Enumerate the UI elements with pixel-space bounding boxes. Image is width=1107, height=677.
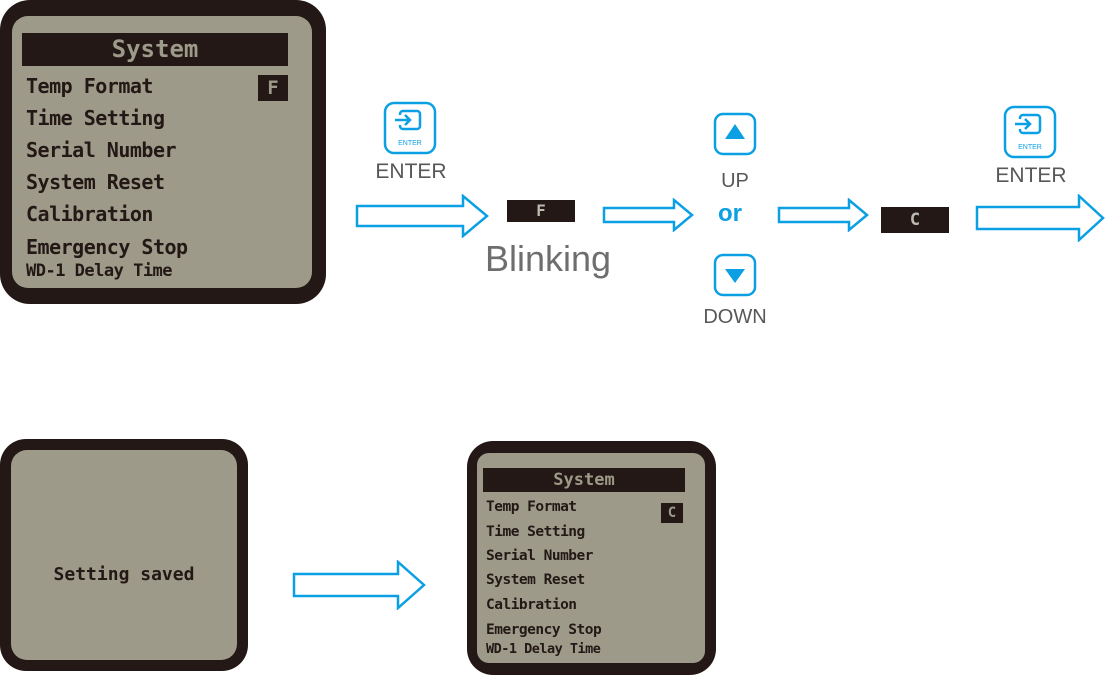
menu-item-temp-format: Temp Format: [26, 74, 153, 98]
new-value-chip: C: [881, 207, 949, 233]
saved-message: Setting saved: [53, 564, 195, 585]
up-label: UP: [721, 170, 749, 192]
menu-title: System: [22, 33, 288, 66]
down-button-icon: [713, 253, 757, 297]
menu-item-system-reset: System Reset: [26, 170, 165, 194]
menu-item-system-reset: System Reset: [486, 572, 585, 588]
arrow-right-icon: [292, 560, 426, 610]
blinking-value-chip: F: [507, 200, 575, 222]
menu-item-wd1-delay-time: WD-1 Delay Time: [486, 641, 601, 657]
menu-item-emergency-stop: Emergency Stop: [26, 235, 188, 259]
enter-button-icon: ENTER: [383, 101, 437, 155]
arrow-right-icon: [602, 198, 694, 232]
enter-label: ENTER: [995, 164, 1067, 187]
arrow-right-icon: [777, 198, 869, 232]
menu-item-wd1-delay-time: WD-1 Delay Time: [26, 261, 173, 281]
lcd-screen: System Temp Format C Time Setting Serial…: [477, 453, 705, 663]
enter-icon-text: ENTER: [1018, 144, 1042, 151]
arrow-right-icon: [355, 194, 489, 238]
menu-item-serial-number: Serial Number: [486, 548, 594, 564]
blinking-label: Blinking: [484, 238, 612, 279]
down-label: DOWN: [703, 306, 767, 328]
menu-item-calibration: Calibration: [26, 202, 153, 226]
up-button-icon: [713, 112, 757, 156]
menu-item-serial-number: Serial Number: [26, 138, 177, 162]
menu-item-temp-format: Temp Format: [486, 499, 577, 515]
menu-item-calibration: Calibration: [486, 597, 577, 613]
temp-format-value: F: [258, 75, 288, 101]
enter-icon-text: ENTER: [398, 140, 422, 147]
temp-format-value: C: [661, 503, 683, 523]
lcd-device-saved: Setting saved: [0, 439, 248, 671]
arrow-right-icon: [975, 194, 1105, 242]
lcd-screen: System Temp Format F Time Setting Serial…: [12, 16, 312, 288]
lcd-screen: Setting saved: [11, 450, 237, 660]
menu-item-time-setting: Time Setting: [26, 106, 165, 130]
menu-item-emergency-stop: Emergency Stop: [486, 622, 602, 638]
enter-label: ENTER: [375, 160, 447, 183]
lcd-device-system-menu: System Temp Format F Time Setting Serial…: [0, 0, 326, 304]
lcd-device-system-menu-updated: System Temp Format C Time Setting Serial…: [467, 441, 716, 675]
menu-item-time-setting: Time Setting: [486, 524, 585, 540]
or-text: or: [718, 200, 742, 227]
enter-button-icon: ENTER: [1003, 105, 1057, 159]
menu-title: System: [483, 468, 685, 492]
